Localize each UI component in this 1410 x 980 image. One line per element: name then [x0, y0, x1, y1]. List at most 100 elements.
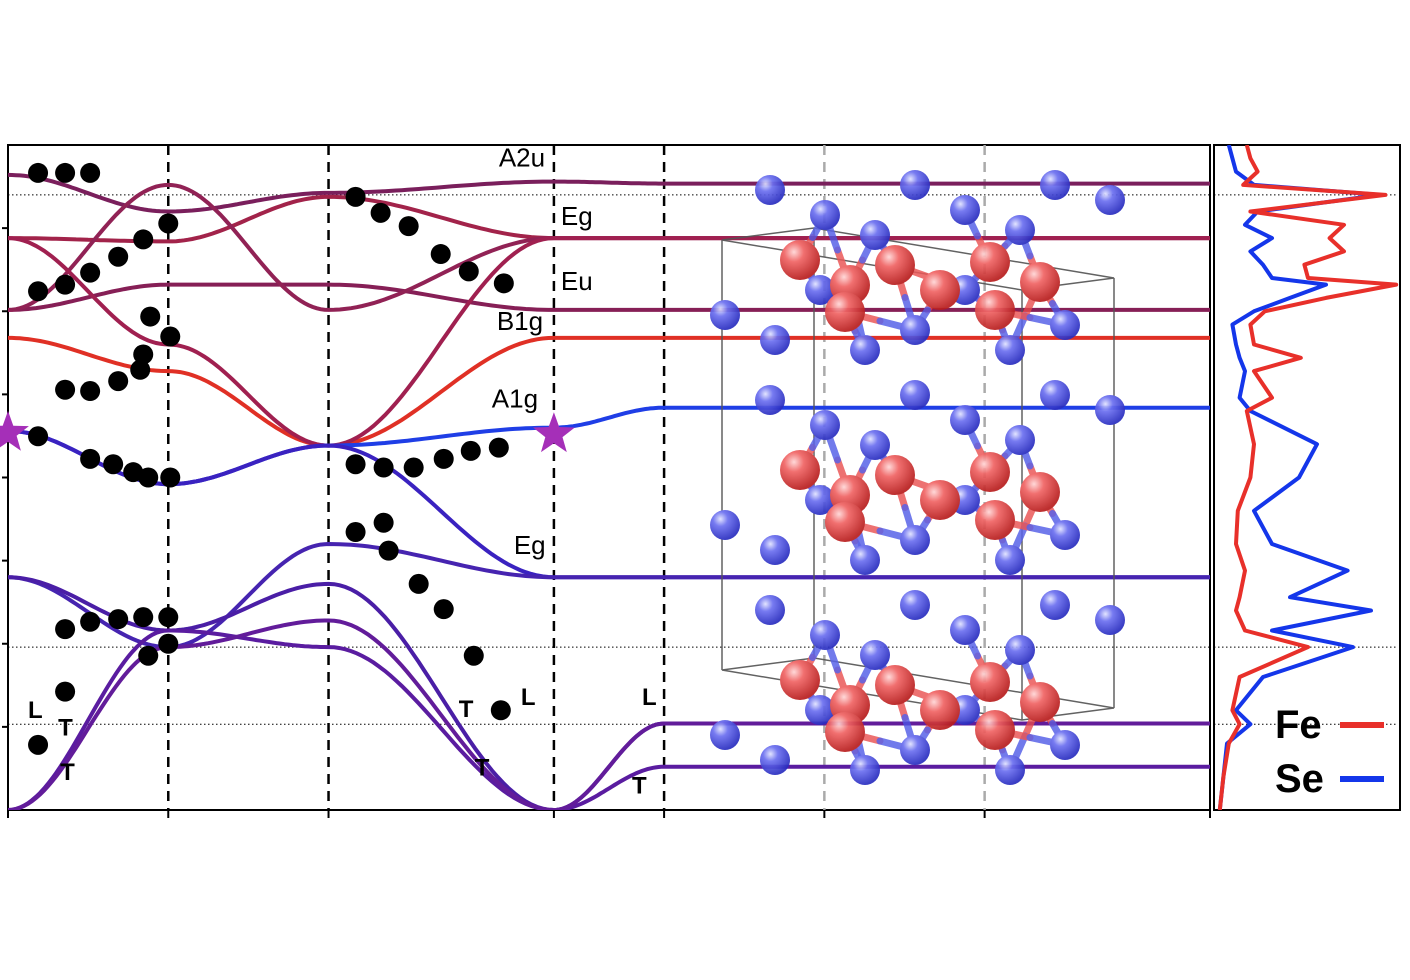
fe-atom: [875, 245, 915, 285]
experimental-point: [373, 512, 394, 533]
experimental-point: [463, 645, 484, 666]
experimental-point: [370, 202, 391, 223]
reference-lines: [8, 194, 1210, 725]
axis-ticks: [2, 227, 1211, 818]
se-atom: [1005, 635, 1035, 665]
fe-atom: [920, 690, 960, 730]
se-atom: [1095, 605, 1125, 635]
branch-label: L: [521, 684, 536, 711]
fe-atom: [975, 710, 1015, 750]
experimental-point: [133, 229, 154, 250]
se-atom: [810, 620, 840, 650]
experimental-point: [138, 467, 159, 488]
se-atom: [710, 510, 740, 540]
se-atom: [950, 405, 980, 435]
se-atom: [805, 485, 835, 515]
se-atom: [900, 380, 930, 410]
experimental-point: [345, 454, 366, 475]
fe-atom: [780, 240, 820, 280]
experimental-point: [490, 700, 511, 721]
experimental-point: [80, 381, 101, 402]
experimental-point: [80, 611, 101, 632]
experimental-point: [458, 261, 479, 282]
experimental-point: [430, 244, 451, 265]
fe-atom: [1020, 472, 1060, 512]
se-atom: [760, 325, 790, 355]
se-atom: [1005, 425, 1035, 455]
experimental-point: [378, 540, 399, 561]
experimental-point: [460, 440, 481, 461]
se-atom: [900, 590, 930, 620]
se-atom: [1040, 170, 1070, 200]
se-atom: [860, 430, 890, 460]
experimental-point: [373, 457, 394, 478]
dos-curve-fe: [1217, 145, 1399, 810]
se-atom: [1050, 520, 1080, 550]
experimental-point: [28, 426, 49, 447]
fe-atom: [1020, 682, 1060, 722]
experimental-point: [158, 633, 179, 654]
branch-label: T: [60, 759, 75, 786]
fe-atom: [780, 450, 820, 490]
se-atom: [900, 525, 930, 555]
se-atom: [850, 335, 880, 365]
branch-label: L: [28, 697, 43, 724]
se-atom: [810, 410, 840, 440]
se-atom: [755, 385, 785, 415]
special-point-star: [533, 412, 575, 453]
experimental-point: [130, 359, 151, 380]
experimental-point: [433, 448, 454, 469]
se-atom: [900, 735, 930, 765]
dos-curves: [1217, 145, 1399, 810]
experimental-point: [103, 454, 124, 475]
se-atom: [1005, 215, 1035, 245]
experimental-point: [80, 262, 101, 283]
experimental-points: [28, 162, 514, 755]
se-atom: [1050, 730, 1080, 760]
fe-atom: [1020, 262, 1060, 302]
se-atom: [995, 335, 1025, 365]
se-atom: [760, 535, 790, 565]
mode-label: Eg: [561, 201, 593, 231]
se-atom: [1050, 310, 1080, 340]
fe-atom: [875, 665, 915, 705]
special-points: [0, 410, 575, 453]
se-atom: [1040, 380, 1070, 410]
mode-label: A2u: [499, 142, 545, 172]
se-atom: [805, 695, 835, 725]
mode-label: Eu: [561, 266, 593, 296]
branch-label: T: [58, 715, 73, 742]
experimental-point: [55, 681, 76, 702]
phonon-branch-6: [8, 236, 1210, 448]
se-atom: [760, 745, 790, 775]
fe-atom: [780, 660, 820, 700]
se-atom: [995, 755, 1025, 785]
experimental-point: [123, 462, 144, 483]
fe-atom: [825, 502, 865, 542]
se-atom: [710, 720, 740, 750]
experimental-point: [403, 457, 424, 478]
experimental-point: [160, 467, 181, 488]
se-atom: [900, 315, 930, 345]
se-atom: [950, 195, 980, 225]
phonon-branch-3: [8, 282, 1210, 312]
se-atom: [1095, 185, 1125, 215]
fe-atom: [970, 242, 1010, 282]
se-atom: [950, 615, 980, 645]
experimental-point: [28, 281, 49, 302]
fe-atom: [975, 290, 1015, 330]
se-atom: [995, 545, 1025, 575]
se-atom: [860, 220, 890, 250]
phonon-branch-11: [8, 628, 1210, 810]
experimental-point: [158, 607, 179, 628]
experimental-point: [140, 306, 161, 327]
branch-label: L: [642, 684, 657, 711]
se-atom: [810, 200, 840, 230]
experimental-point: [108, 371, 129, 392]
experimental-point: [345, 186, 366, 207]
experimental-point: [55, 619, 76, 640]
branch-label: T: [459, 696, 474, 723]
